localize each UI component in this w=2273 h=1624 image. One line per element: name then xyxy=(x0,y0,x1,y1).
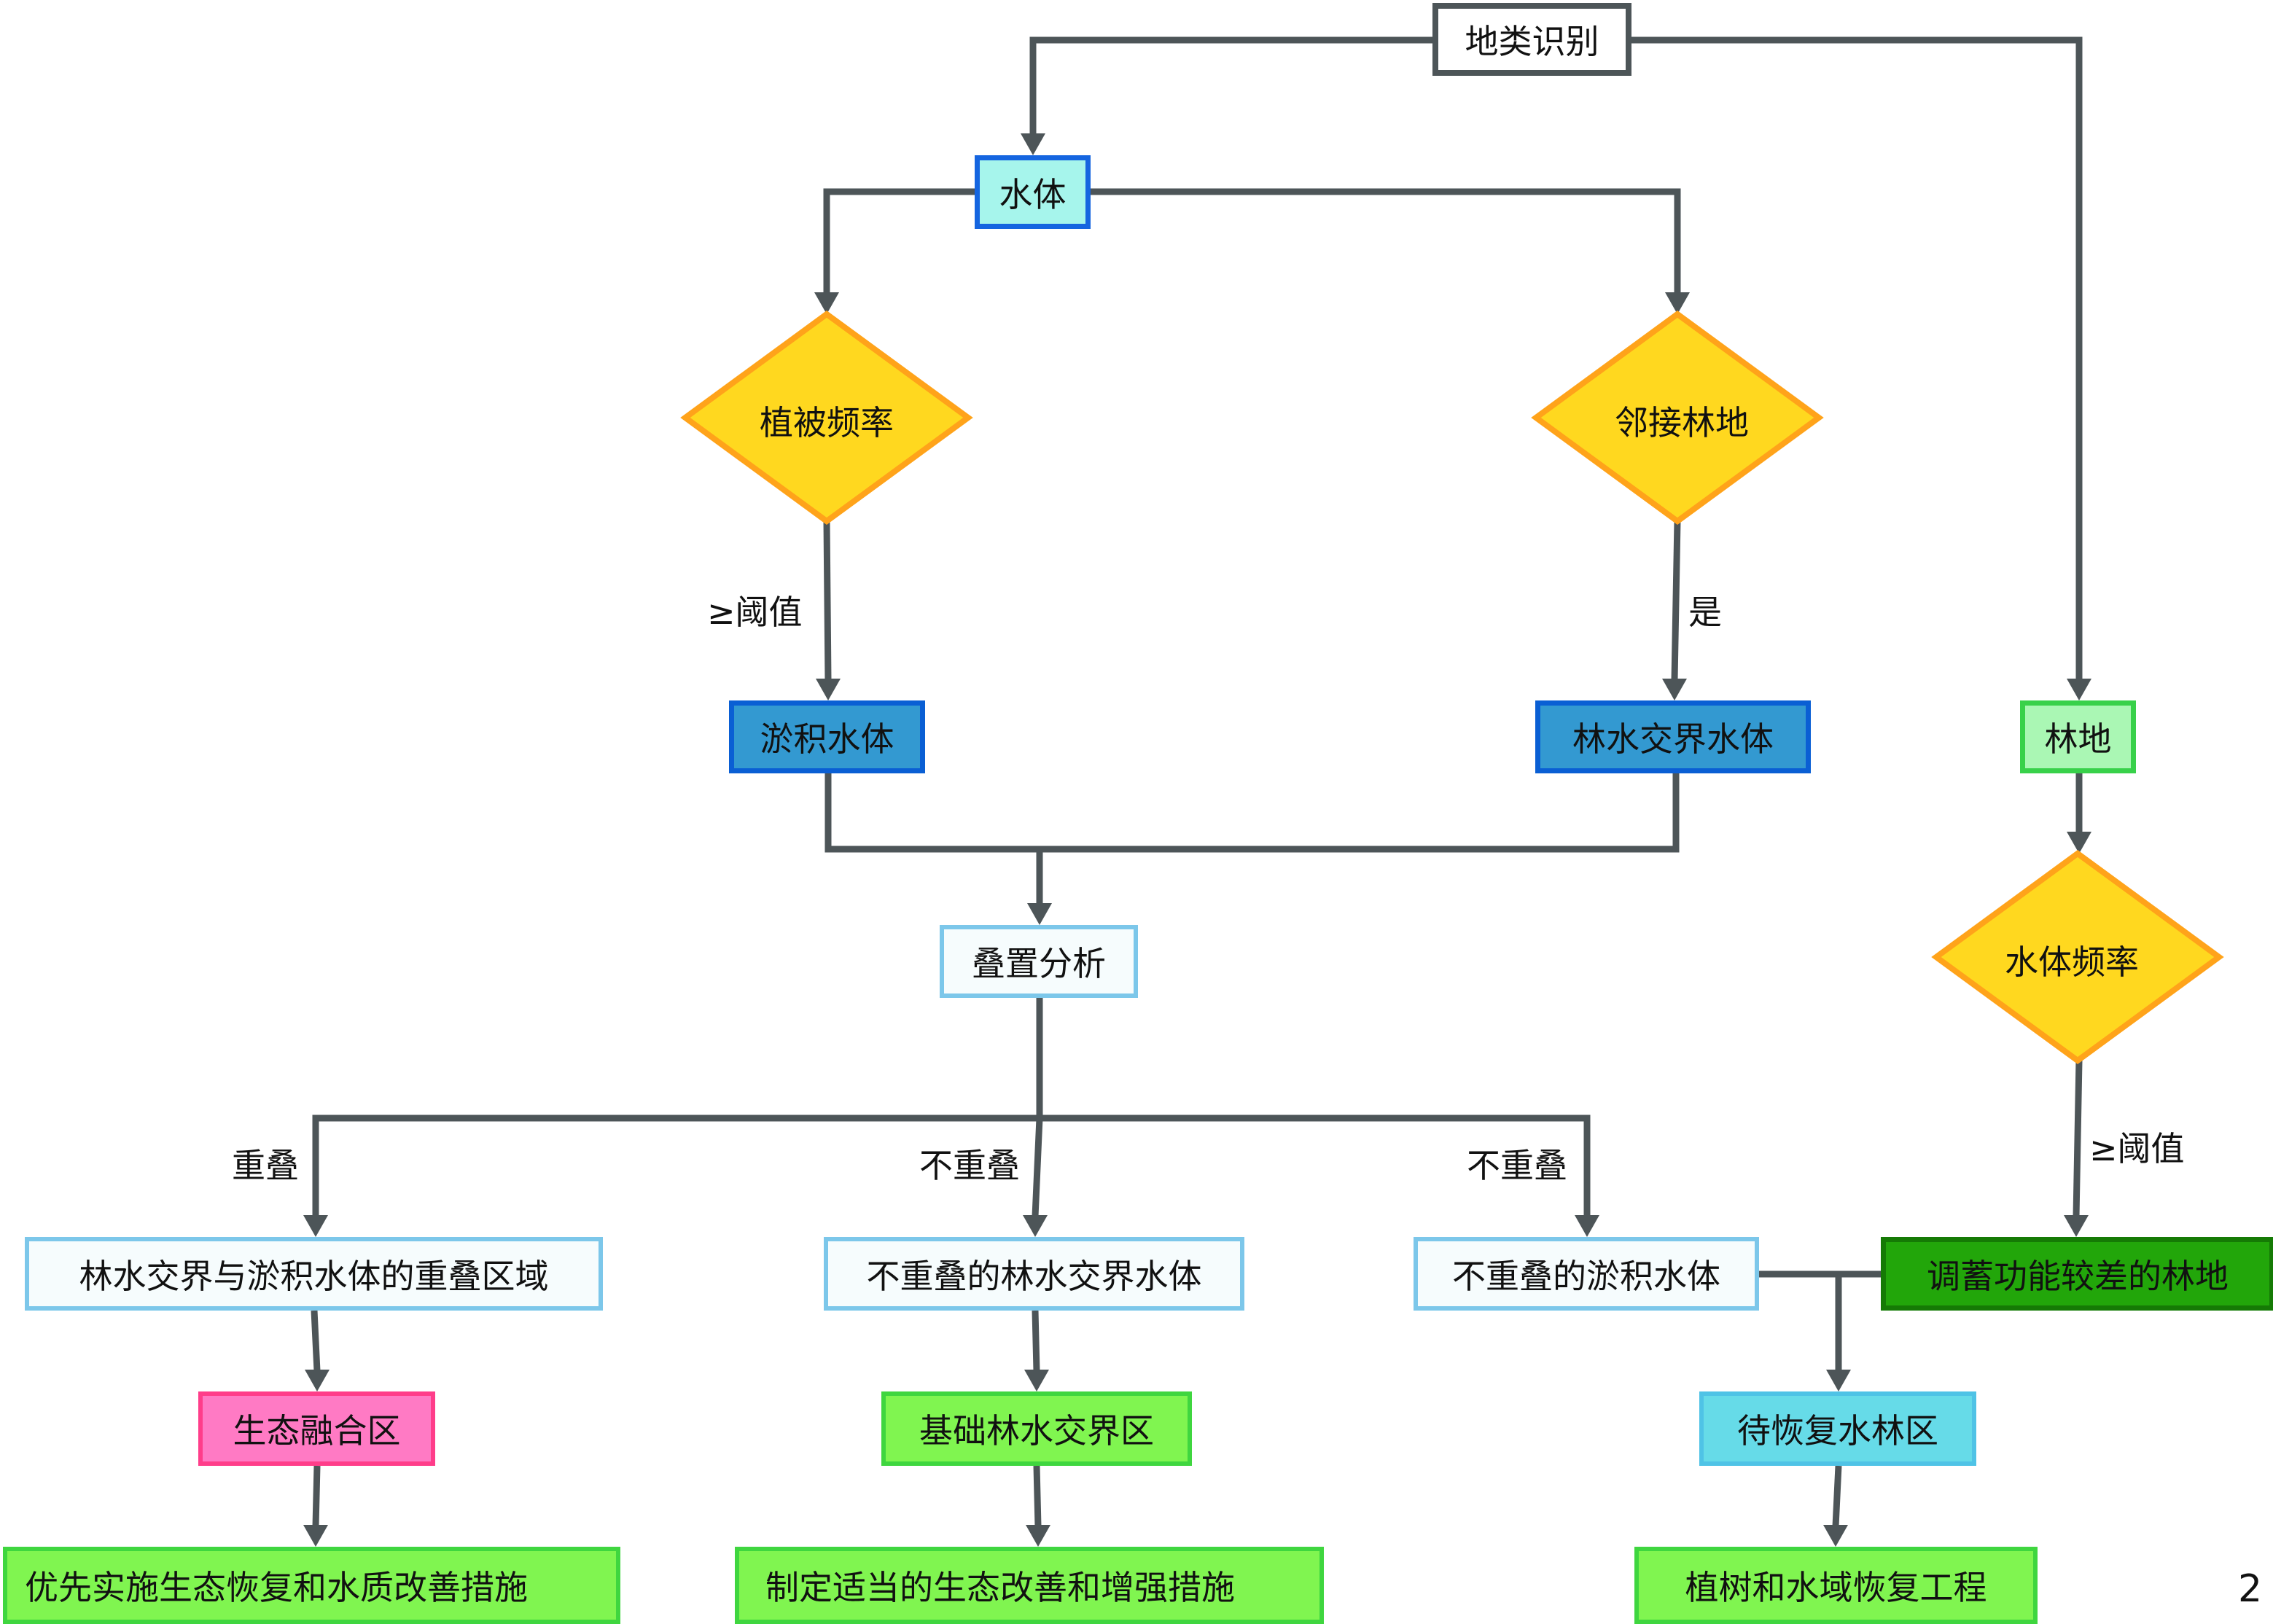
edge-boundary-to-basic xyxy=(1032,1310,1040,1372)
decision-vegetation-frequency xyxy=(680,311,973,525)
edge-water-to-adjacent xyxy=(1091,188,1681,294)
edge-label-overlap: 重叠 xyxy=(232,1146,299,1185)
decision-adjacent-forest-label: 邻接林地 xyxy=(1615,403,1749,442)
edge-label-veg-threshold: ≥阈值 xyxy=(707,593,803,632)
decision-water-frequency xyxy=(1931,850,2224,1064)
arrowhead-icon xyxy=(1021,133,1045,155)
arrowhead-icon xyxy=(303,1215,328,1237)
arrowhead-icon xyxy=(2067,832,2091,854)
arrowhead-icon xyxy=(2067,679,2091,700)
arrowhead-icon xyxy=(1026,1525,1050,1547)
node-poor-regulation-forest: 调蓄功能较差的林地 xyxy=(1881,1237,2273,1311)
node-restoration-project: 植树和水域恢复工程 xyxy=(1634,1547,2038,1624)
edge-silted-merge xyxy=(824,773,1680,853)
arrowhead-icon xyxy=(1024,1370,1049,1391)
arrowhead-icon xyxy=(1027,903,1052,925)
arrowhead-icon xyxy=(814,292,839,314)
edge-fusion-to-priority xyxy=(312,1465,321,1527)
node-forest-land: 林地 xyxy=(2020,700,2136,773)
edge-label-adjacent-yes: 是 xyxy=(1688,593,1722,632)
node-non-overlap-boundary-water: 不重叠的林水交界水体 xyxy=(824,1237,1244,1311)
edge-basic-to-appropriate xyxy=(1033,1465,1042,1527)
edge-restore-to-project xyxy=(1832,1465,1842,1527)
page-number: 2 xyxy=(2238,1567,2263,1611)
arrowhead-icon xyxy=(816,679,841,700)
arrowhead-icon xyxy=(2064,1215,2089,1237)
node-land-identification: 地类识别 xyxy=(1432,3,1631,76)
edge-adjacent-to-boundary xyxy=(1671,520,1681,681)
edge-water-to-veg xyxy=(823,188,975,294)
node-appropriate-measures: 制定适当的生态改善和增强措施 xyxy=(735,1547,1324,1624)
arrowhead-icon xyxy=(1575,1215,1599,1237)
edge-label-non-overlap-2: 不重叠 xyxy=(1467,1146,1567,1185)
decision-water-frequency-label: 水体频率 xyxy=(2005,942,2139,982)
arrowhead-icon xyxy=(1662,679,1687,700)
edge-land-to-water xyxy=(1029,36,1432,135)
edge-veg-to-silted xyxy=(823,520,832,681)
node-priority-measures: 优先实施生态恢复和水质改善措施 xyxy=(3,1547,620,1624)
decision-vegetation-frequency-label: 植被频率 xyxy=(760,403,894,442)
edge-label-water-threshold: ≥阈值 xyxy=(2089,1129,2185,1168)
node-water-body: 水体 xyxy=(975,155,1091,229)
arrowhead-icon xyxy=(303,1525,328,1547)
decision-adjacent-forest xyxy=(1531,311,1824,525)
node-to-restore-zone: 待恢复水林区 xyxy=(1699,1391,1976,1466)
edge-waterfreq-to-poor xyxy=(2073,1060,2083,1217)
arrowhead-icon xyxy=(1665,292,1690,314)
arrowhead-icon xyxy=(1823,1525,1848,1547)
node-overlap-region: 林水交界与淤积水体的重叠区域 xyxy=(25,1237,603,1311)
edge-land-to-forest xyxy=(1631,36,2083,680)
arrowhead-icon xyxy=(305,1370,330,1391)
node-non-overlap-silted-water: 不重叠的淤积水体 xyxy=(1414,1237,1759,1311)
edge-overlay-branches xyxy=(312,1114,1591,1217)
node-silted-water: 淤积水体 xyxy=(729,700,925,773)
edge-overlap-to-fusion xyxy=(311,1310,321,1372)
arrowhead-icon xyxy=(1023,1215,1048,1237)
arrowhead-icon xyxy=(1826,1370,1851,1391)
node-basic-boundary-zone: 基础林水交界区 xyxy=(881,1391,1192,1466)
edge-overlay-mid xyxy=(1032,1117,1043,1217)
node-forest-water-boundary-water: 林水交界水体 xyxy=(1535,700,1811,773)
edge-label-non-overlap-1: 不重叠 xyxy=(919,1146,1020,1185)
node-ecological-fusion-zone: 生态融合区 xyxy=(198,1391,435,1466)
node-overlay-analysis: 叠置分析 xyxy=(940,925,1138,998)
